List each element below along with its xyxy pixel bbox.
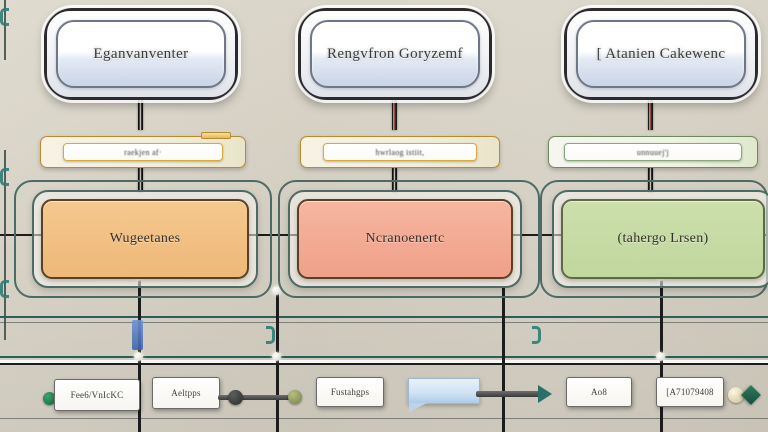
joint-col1-lower <box>134 352 143 361</box>
panel-card-1-inner: Eganvanventer <box>56 20 226 88</box>
strip-card-1-inner: raekjen af· <box>63 142 223 162</box>
process-box-3[interactable]: (tahergo Lrsen) <box>561 199 765 279</box>
bottom-node-2-label: Aeltpps <box>171 388 201 398</box>
panel-card-1-label: Eganvanventer <box>93 45 189 62</box>
frame-col1 <box>14 180 272 298</box>
arrow-head-icon <box>538 385 552 403</box>
rail-mid-upper-thin <box>0 322 768 323</box>
strip-card-1-tab <box>201 132 231 139</box>
panel-card-1[interactable]: Eganvanventer <box>41 5 241 103</box>
bottom-node-2[interactable]: Aeltpps <box>152 377 220 409</box>
rail-left-mid <box>4 150 6 340</box>
bottom-node-5[interactable]: [A71079408 <box>656 377 724 407</box>
strip-card-2[interactable]: hwrlaog istiit, <box>300 136 500 168</box>
joint-col2-lower <box>272 352 281 361</box>
clip-icon-left <box>266 326 275 344</box>
panel-card-3-label: [ Atanien Cakewenc <box>596 45 726 62</box>
frame-col2 <box>278 180 540 298</box>
connector-dot-dark <box>228 390 243 405</box>
process-box-2-wrap: Ncranoenertc <box>288 190 522 288</box>
process-box-1-wrap: Wugeetanes <box>32 190 258 288</box>
node-diamond-icon <box>741 385 761 405</box>
clip-icon-edge-mid <box>0 168 9 186</box>
joint-col3-lower <box>656 352 665 361</box>
bottom-node-1[interactable]: Fee6/VnIcKC <box>54 379 140 411</box>
connector-3 <box>476 391 542 397</box>
process-box-1[interactable]: Wugeetanes <box>41 199 249 279</box>
connector-dot-olive <box>288 390 302 404</box>
clip-icon-edge-low <box>0 280 9 298</box>
rail-mid-lower-dark <box>0 363 768 365</box>
connector-2 <box>218 395 298 400</box>
pipe-col2b-bottom <box>502 288 505 432</box>
bottom-node-1-label: Fee6/VnIcKC <box>70 390 124 400</box>
clip-icon-edge-top <box>0 8 9 26</box>
clip-icon-right <box>532 326 541 344</box>
strip-card-1-label: raekjen af· <box>124 147 162 157</box>
process-box-1-label: Wugeetanes <box>109 231 181 246</box>
bottom-node-3[interactable]: Fustahgps <box>316 377 384 407</box>
strip-card-3-label: unnuuej'j <box>636 147 670 157</box>
pipe-col1-top <box>138 100 143 130</box>
rail-mid-lower <box>0 356 768 358</box>
panel-card-3-inner: [ Atanien Cakewenc <box>576 20 746 88</box>
panel-card-2-inner: Rengvfron Goryzemf <box>310 20 480 88</box>
rail-mid-upper <box>0 316 768 318</box>
pipe-col3-top <box>648 100 653 130</box>
rail-left-top <box>4 0 6 60</box>
bottom-node-4-label: Ao8 <box>590 387 608 397</box>
strip-card-2-inner: hwrlaog istiit, <box>322 142 478 162</box>
panel-card-2-label: Rengvfron Goryzemf <box>327 45 463 62</box>
ribbon-banner <box>408 378 480 412</box>
rail-mid-highlight <box>0 360 768 363</box>
process-box-2[interactable]: Ncranoenertc <box>297 199 513 279</box>
pipe-col2-top <box>392 100 397 130</box>
process-box-3-label: (tahergo Lrsen) <box>617 231 709 246</box>
process-box-3-wrap: (tahergo Lrsen) <box>552 190 768 288</box>
panel-card-2[interactable]: Rengvfron Goryzemf <box>295 5 495 103</box>
node-dot-cream <box>728 387 744 403</box>
node-dot-green <box>43 392 56 405</box>
process-box-2-label: Ncranoenertc <box>365 231 445 246</box>
bottom-node-4[interactable]: Ao8 <box>566 377 632 407</box>
panel-card-3[interactable]: [ Atanien Cakewenc <box>561 5 761 103</box>
blue-tab-marker <box>132 320 143 350</box>
bottom-node-5-label: [A71079408 <box>666 387 714 397</box>
strip-card-3-inner: unnuuej'j <box>563 142 743 162</box>
bottom-node-3-label: Fustahgps <box>330 387 370 397</box>
strip-card-1[interactable]: raekjen af· <box>40 132 246 168</box>
strip-card-2-label: hwrlaog istiit, <box>375 147 425 157</box>
joint-col2 <box>272 286 281 295</box>
rail-bottom <box>0 418 768 419</box>
strip-card-3[interactable]: unnuuej'j <box>548 136 758 168</box>
